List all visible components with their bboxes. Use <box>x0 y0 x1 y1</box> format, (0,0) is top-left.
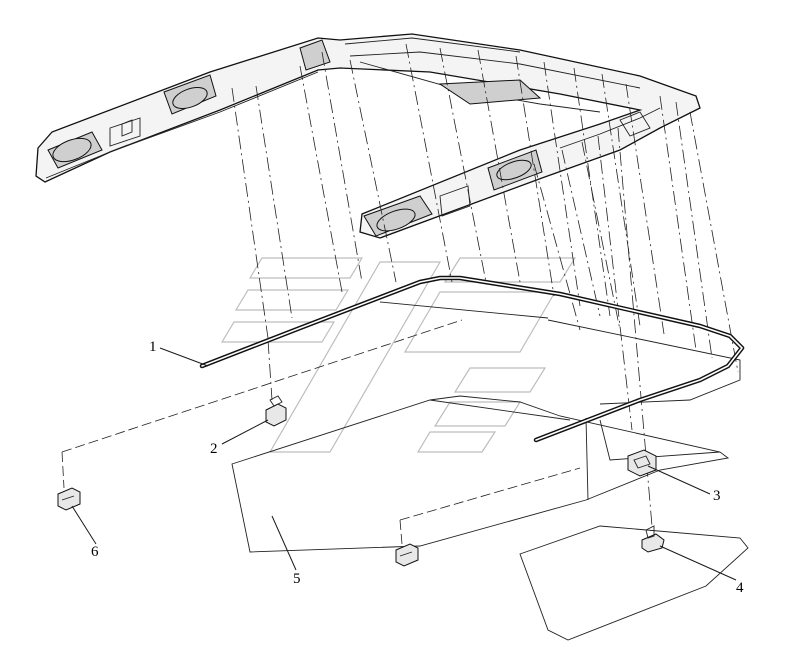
end-cap-part <box>57 487 81 511</box>
callout-2: 2 <box>210 441 218 457</box>
end-cap-part-duplicate <box>395 543 419 567</box>
seal-strip <box>199 275 745 443</box>
watermark-logo <box>220 257 577 453</box>
callout-1: 1 <box>149 339 157 355</box>
callout-6: 6 <box>91 544 99 560</box>
construction-lines <box>61 43 739 545</box>
guide-panels <box>231 301 749 641</box>
callout-3: 3 <box>713 488 721 504</box>
clip-part <box>265 395 287 427</box>
leader-lines <box>71 347 737 581</box>
callout-5: 5 <box>293 571 301 587</box>
fastener-part <box>641 525 665 553</box>
bracket-part <box>627 449 657 477</box>
callout-4: 4 <box>736 580 744 596</box>
roof-frame-assembly <box>35 33 701 239</box>
